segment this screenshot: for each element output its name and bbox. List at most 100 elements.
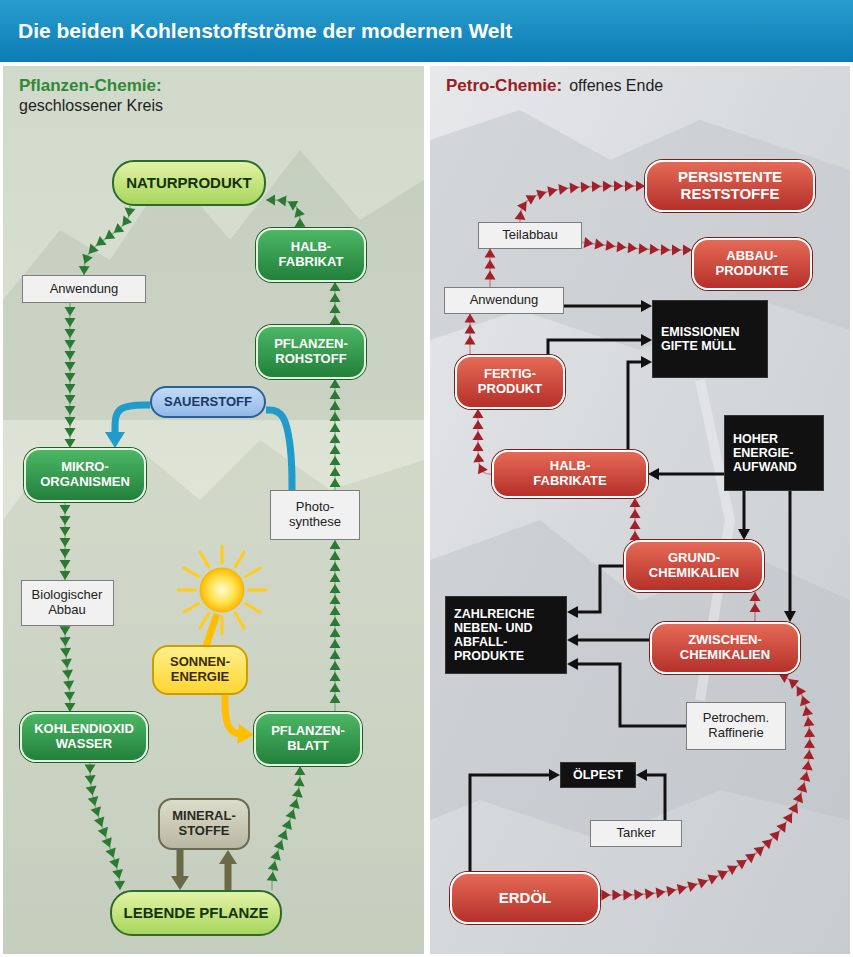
oxygen-arrow [105, 405, 150, 448]
rock-texture [430, 110, 850, 350]
arrow-head [603, 181, 612, 192]
node-label: LEBENDE PFLANZE [123, 905, 268, 922]
node-label: ERDÖL [499, 890, 552, 907]
arrow-head [547, 186, 557, 197]
arrow-head [330, 467, 341, 476]
stage-box: HALB- FABRIKAT [256, 228, 366, 282]
arrow-head [114, 881, 125, 890]
arrow-head [88, 796, 99, 806]
arrow-head [91, 806, 101, 816]
node-label: FERTIG- PRODUKT [478, 367, 542, 396]
arrow-head [750, 592, 761, 601]
arrow-head [797, 686, 806, 697]
process-label: Tanker [590, 820, 682, 847]
arrow-head [639, 243, 648, 254]
arrow-head [666, 886, 676, 897]
node-label: ABBAU- PRODUKTE [716, 249, 789, 278]
arrow-head [645, 889, 654, 900]
connector-path [266, 410, 292, 490]
arrow-head [804, 728, 815, 737]
oxygen-box: SAUERSTOFF [150, 386, 266, 418]
arrow-head [630, 498, 641, 507]
arrow-head [65, 329, 76, 338]
forest-silhouette [3, 440, 424, 954]
arrow-head [601, 890, 610, 901]
node-label: MIKRO- ORGANISMEN [40, 460, 130, 489]
arrow-head [60, 626, 71, 635]
arrow-head [661, 244, 670, 255]
flow-chain [85, 762, 126, 890]
node-label: PERSISTENTE RESTSTOFFE [678, 169, 782, 203]
arrow-head [641, 356, 652, 368]
arrow-head [64, 703, 75, 712]
arrow-head [630, 520, 641, 529]
arrow-head [636, 769, 647, 781]
stage-box: KOHLENDIOXID WASSER [20, 712, 148, 762]
arrow-head [294, 777, 305, 786]
diagram-title: Die beiden Kohlenstoffströme der moderne… [18, 18, 512, 43]
rock-texture [430, 520, 850, 840]
arrow-head [60, 549, 71, 558]
arrow-head [797, 782, 808, 792]
arrow-head [60, 648, 71, 657]
arrow-head [634, 889, 643, 900]
output-arrow [738, 491, 750, 540]
node-label: ZAHLREICHE NEBEN- UND ABFALL- PRODUKTE [454, 607, 554, 663]
arrow-head [282, 820, 292, 830]
panel-heading: Petro-Chemie: [446, 76, 562, 96]
arrow-head [736, 860, 747, 869]
petro-box: ABBAU- PRODUKTE [692, 238, 812, 290]
arrow-head [109, 858, 119, 868]
node-label: EMISSIONEN GIFTE MÜLL [661, 325, 740, 353]
arrow-head [485, 260, 496, 269]
arrow-head [754, 847, 764, 857]
flow-chain [465, 314, 476, 355]
arrow-head [82, 254, 92, 264]
arrow-head [330, 423, 341, 432]
arrow-head [707, 875, 717, 885]
arrow-head [330, 401, 341, 410]
arrow-head [717, 870, 728, 880]
connector-path [564, 305, 652, 308]
arrow-head [85, 775, 96, 784]
arrow-head [219, 850, 237, 864]
output-arrow [628, 356, 652, 450]
flow-chain [485, 249, 496, 287]
node-label: KOHLENDIOXID WASSER [34, 722, 134, 751]
output-arrow [636, 769, 665, 820]
arrow-head [567, 606, 578, 618]
arrow-head [800, 696, 810, 706]
arrow-head [515, 211, 526, 220]
arrow-head [623, 889, 632, 900]
arrow-head [266, 195, 275, 206]
arrow-head [783, 813, 792, 824]
arrow-head [567, 634, 578, 646]
arrow-head [278, 830, 288, 840]
node-label: HALB- FABRIKAT [279, 240, 344, 269]
output-arrow [567, 566, 624, 618]
connector-path [470, 775, 560, 872]
arrow-head [268, 861, 279, 871]
arrow-head [788, 803, 798, 814]
arrow-head [330, 683, 341, 692]
arrow-head [286, 809, 296, 819]
arrow-head [478, 464, 488, 474]
process-label: Petrochem. Raffinerie [686, 702, 786, 750]
product-box: LEBENDE PFLANZE [110, 890, 282, 936]
arrow-head [617, 241, 627, 252]
connector-path [628, 362, 652, 450]
arrow-head [677, 884, 687, 895]
arrow-head [330, 694, 341, 703]
arrow-head [330, 672, 341, 681]
energy-arrow [225, 695, 254, 744]
connector-path [115, 405, 150, 448]
node-label: Anwendung [470, 293, 539, 308]
arrow-head [549, 769, 560, 781]
arrow-head [558, 184, 568, 195]
arrow-head [125, 207, 136, 217]
arrow-head [517, 201, 527, 211]
arrow-head [330, 650, 341, 659]
node-label: MINERAL- STOFFE [172, 809, 236, 838]
